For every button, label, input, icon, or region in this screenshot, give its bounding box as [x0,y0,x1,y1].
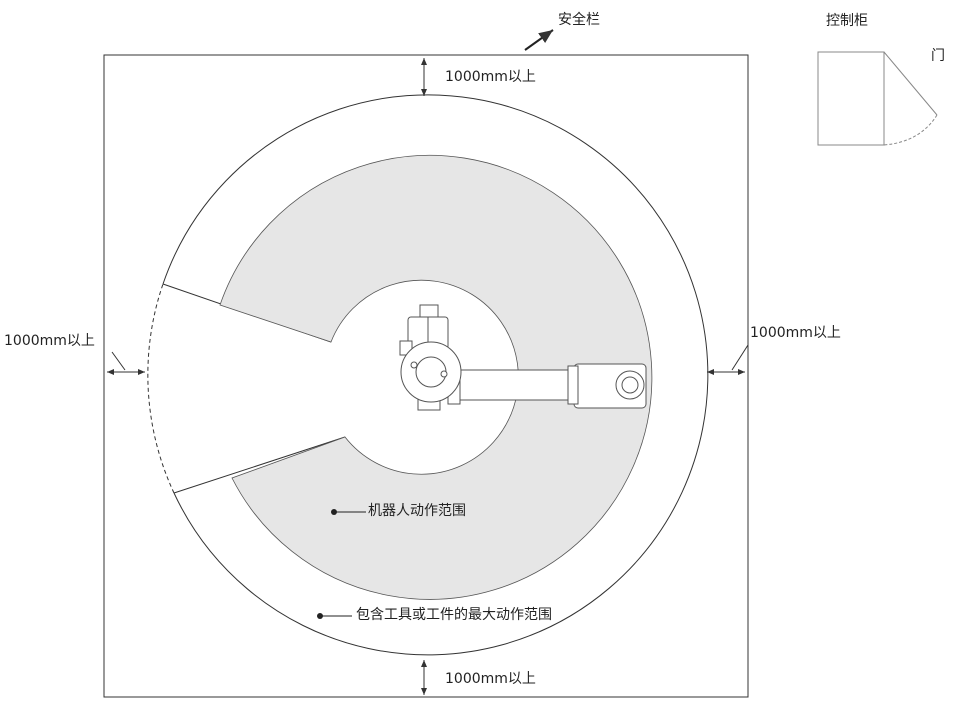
clearance-right-label: 1000mm以上 [750,325,841,341]
max-range-edge-lower [173,436,346,494]
clearance-top-label: 1000mm以上 [445,69,536,85]
fence-label: 安全栏 [558,12,600,28]
fence-arrow [524,29,554,51]
robot-range-label: 机器人动作范围 [368,503,466,519]
clearance-left-label: 1000mm以上 [4,333,95,349]
door-label: 门 [931,48,945,64]
max-range-area [162,94,709,656]
max-range-label: 包含工具或工件的最大动作范围 [356,607,552,623]
control-cabinet [817,51,885,146]
clearance-bottom-label: 1000mm以上 [445,671,536,687]
cabinet-door [883,51,938,116]
clearance-right-leader [731,344,749,371]
cabinet-door-swing [883,114,938,146]
robot-icon [399,304,647,411]
cabinet-label: 控制柜 [826,13,868,29]
robot-range-area [219,154,653,600]
safety-fence [103,54,749,698]
clearance-left-leader [111,351,126,371]
max-range-dashed-arc [147,283,175,494]
